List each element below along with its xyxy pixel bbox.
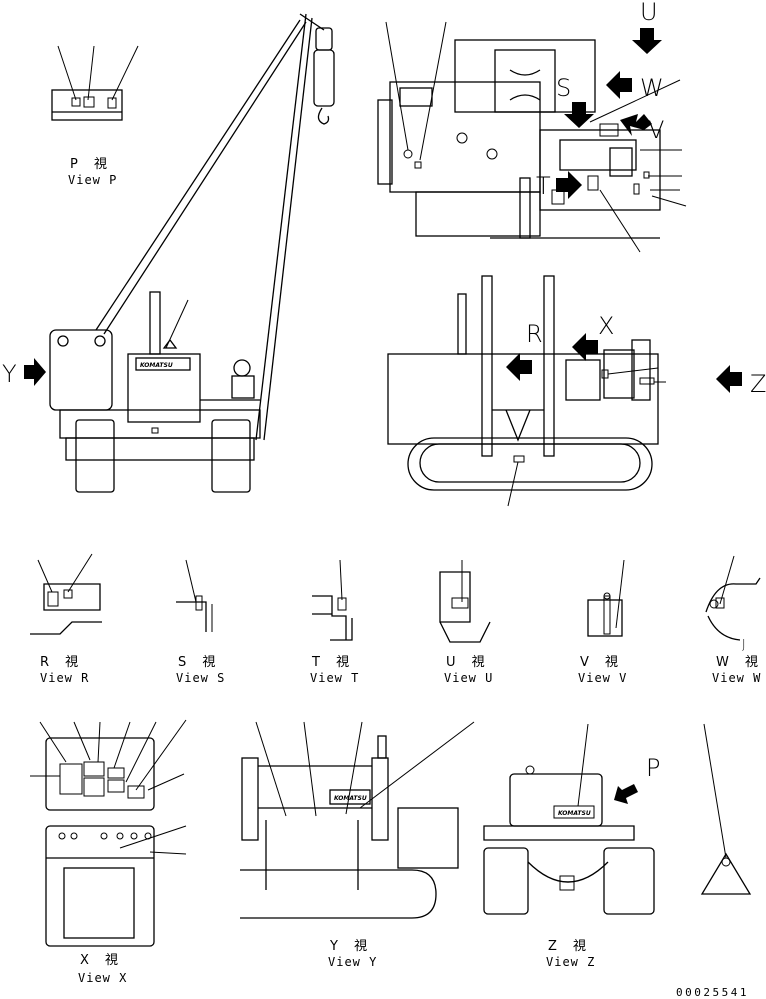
view-y-brand-logo: KOMATSU [334,795,367,802]
arrow-y-icon [24,358,46,386]
arrow-p-icon [614,784,638,804]
view-w-caption-en: View W [712,671,761,685]
view-u-caption-jp: U 視 [446,655,491,670]
view-u-detail: U 視 View U [439,560,493,685]
view-z-caption-en: View Z [546,955,595,969]
view-z-brand-logo: KOMATSU [558,810,591,817]
front-view-brand-logo: KOMATSU [140,362,173,369]
view-y-caption-en: View Y [328,955,377,969]
view-x-caption-en: View X [78,971,127,985]
arrow-p-label: P [646,754,660,782]
arrow-w-label: W [640,74,664,102]
view-p-caption-jp: P 視 [70,157,113,172]
view-r-detail: R 視 View R [30,553,102,685]
view-v-caption-en: View V [578,671,627,685]
view-v-detail: V 視 View V [578,559,627,685]
side-view-machine: R X Z [387,275,766,507]
arrow-x-icon [572,333,598,361]
arrow-t-label: T [536,172,551,200]
arrow-u-icon [632,28,662,54]
arrow-z-label: Z [750,370,766,398]
arrow-u-label: U [640,0,658,26]
view-s-detail: S 視 View S [176,559,225,685]
arrow-w-icon [606,71,632,99]
arrow-v-label: V [648,116,664,144]
view-w-caption-jp: W 視 [716,655,764,670]
arrow-s-label: S [556,74,571,102]
arrow-s-icon [564,102,594,128]
arrow-z-icon [716,365,742,393]
arrow-r-icon [506,353,532,381]
view-p-detail: P 視 View P [51,45,139,187]
arrow-t-icon [556,171,582,199]
arrow-v-icon [620,114,652,136]
view-u-caption-en: View U [444,671,493,685]
view-z-detail: KOMATSU P Z 視 View Z [483,723,660,969]
view-s-caption-en: View S [176,671,225,685]
triangle-detail [700,723,752,895]
view-r-caption-en: View R [40,671,89,685]
view-y-caption-jp: Y 視 [329,939,373,954]
view-x-caption-jp: X 視 [80,953,124,968]
front-view-with-boom: KOMATSU Y [2,13,335,493]
arrow-x-label: X [598,312,614,340]
arrow-r-label: R [526,320,543,348]
view-t-caption-en: View T [310,671,359,685]
view-x-detail: X 視 View X [30,719,187,985]
arrow-j-label: J [742,637,746,651]
view-t-caption-jp: T 視 [311,655,355,670]
view-p-caption-en: View P [68,173,117,187]
view-v-caption-jp: V 視 [580,655,624,670]
view-w-detail: J W 視 View W [705,555,764,685]
part-number: 00025541 [676,986,749,999]
view-s-caption-jp: S 視 [178,655,221,670]
view-r-caption-jp: R 視 [40,655,84,670]
view-t-detail: T 視 View T [310,559,359,685]
view-y-detail: KOMATSU Y 視 View Y [240,721,475,969]
top-view-machine: U W S V T [377,0,687,253]
arrow-y-label: Y [2,360,17,388]
view-z-caption-jp: Z 視 [548,939,592,954]
